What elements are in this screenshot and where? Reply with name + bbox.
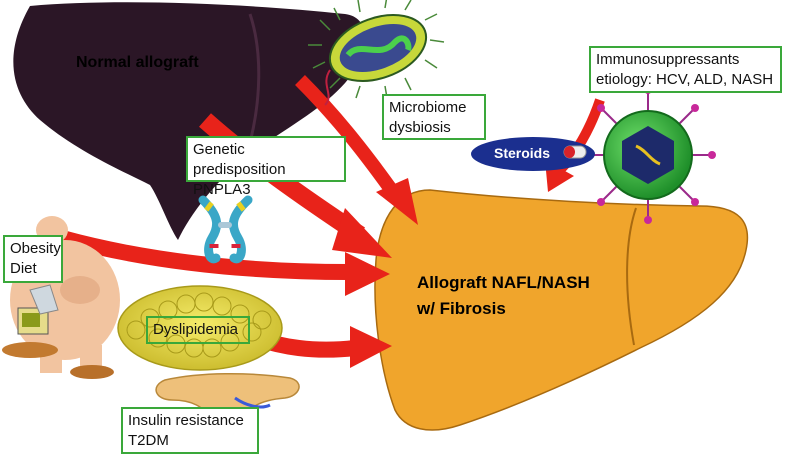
outcome-line2: w/ Fibrosis (417, 299, 506, 318)
fat-tissue-icon (117, 285, 283, 371)
dyslipidemia-box: Dyslipidemia (146, 316, 250, 344)
obesity-line1: Obesity (10, 240, 61, 257)
immunosuppressants-line2: etiology: HCV, ALD, NASH (596, 71, 774, 88)
food-icon (2, 284, 114, 379)
virus-icon (580, 86, 716, 224)
insulin-line2: T2DM (128, 432, 169, 449)
bacterium-icon (308, 0, 445, 106)
insulin-box: Insulin resistance T2DM (121, 407, 259, 454)
microbiome-line1: Microbiome (389, 99, 467, 116)
immunosuppressants-box: Immunosuppressants etiology: HCV, ALD, N… (589, 46, 782, 93)
genetic-line1: Genetic predisposition (193, 141, 286, 178)
steroids-label: Steroids (494, 145, 551, 161)
outcome-label: Allograft NAFL/NASH w/ Fibrosis (417, 270, 590, 322)
genetic-line2: PNPLA3 (193, 181, 251, 198)
normal-liver-icon (13, 2, 366, 241)
microbiome-box: Microbiome dysbiosis (382, 94, 486, 140)
chromosome-icon (198, 195, 253, 264)
steroid-pill-icon (471, 137, 595, 171)
normal-allograft-label: Normal allograft (76, 54, 199, 71)
microbiome-line2: dysbiosis (389, 119, 451, 136)
outcome-line1: Allograft NAFL/NASH (417, 273, 590, 292)
insulin-line1: Insulin resistance (128, 412, 244, 429)
immunosuppressants-line1: Immunosuppressants (596, 51, 740, 68)
fatty-liver-icon (374, 189, 749, 431)
arrow-from-microbiome (295, 75, 418, 225)
genetic-box: Genetic predisposition PNPLA3 (186, 136, 346, 198)
obesity-line2: Diet (10, 260, 37, 277)
arrow-from-obesity (59, 230, 390, 296)
obesity-box: Obesity Diet (3, 235, 63, 283)
